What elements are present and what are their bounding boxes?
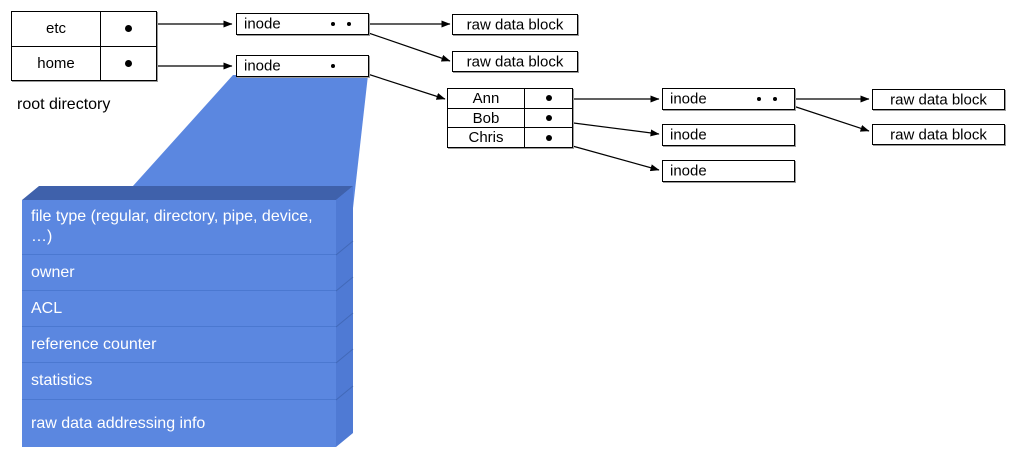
inode-field-acl: ACL xyxy=(22,291,336,327)
inode-box-chris[interactable]: inode xyxy=(662,160,795,182)
raw-data-block-2[interactable]: raw data block xyxy=(452,51,578,72)
inode-field-statistics: statistics xyxy=(22,363,336,400)
inode-detail-top-face xyxy=(22,186,353,200)
inode-box-ann[interactable]: inode xyxy=(662,88,795,110)
pointer-dot-icon xyxy=(125,59,132,67)
arrow-bob-to-inode xyxy=(557,120,660,137)
inode-box-label: inode xyxy=(670,90,707,108)
inode-pointer-dot-1-icon xyxy=(331,64,335,68)
inode-field-file-type: file type (regular, directory, pipe, dev… xyxy=(22,200,336,255)
raw-data-block-4[interactable]: raw data block xyxy=(872,124,1005,145)
pointer-dot-icon xyxy=(545,134,552,141)
inode-pointer-dot-2-icon xyxy=(347,22,351,26)
home-entry-name-chris: Chris xyxy=(448,128,525,148)
raw-data-block-label: raw data block xyxy=(890,126,987,143)
inode-detail-front-face: file type (regular, directory, pipe, dev… xyxy=(22,200,336,447)
inode-field-owner: owner xyxy=(22,255,336,291)
inode-pointer-dot-2-icon xyxy=(773,97,777,101)
root-directory-caption: root directory xyxy=(17,96,111,113)
inode-box-etc[interactable]: inode xyxy=(236,13,369,35)
inode-detail-side-face xyxy=(336,186,353,447)
inode-expansion-fan xyxy=(105,75,368,217)
inode-box-label: inode xyxy=(244,57,281,75)
inode-pointer-dot-1-icon xyxy=(757,97,761,101)
inode-box-label: inode xyxy=(244,15,281,33)
arrow-chris-to-inode xyxy=(557,141,660,172)
inode-field-raw-data-addressing: raw data addressing info xyxy=(22,400,336,447)
home-directory-table[interactable]: Ann Bob Chris xyxy=(447,88,573,148)
raw-data-block-label: raw data block xyxy=(466,53,564,70)
inode-field-reference-counter: reference counter xyxy=(22,327,336,363)
inode-detail-block: file type (regular, directory, pipe, dev… xyxy=(22,200,336,447)
inode-box-bob[interactable]: inode xyxy=(662,124,795,146)
pointer-dot-icon xyxy=(545,95,552,102)
raw-data-block-label: raw data block xyxy=(890,91,987,108)
root-entry-name-home: home xyxy=(12,46,101,80)
inode-box-label: inode xyxy=(670,126,707,144)
home-directory-row-bob[interactable]: Bob xyxy=(448,108,572,129)
raw-data-block-3[interactable]: raw data block xyxy=(872,89,1005,110)
root-directory-table[interactable]: etc home xyxy=(11,11,157,81)
root-directory-row-home[interactable]: home xyxy=(12,46,156,81)
home-entry-pointer-ann[interactable] xyxy=(525,89,572,108)
inode-box-home[interactable]: inode xyxy=(236,55,369,77)
home-entry-pointer-bob[interactable] xyxy=(525,109,572,128)
inode-pointer-dot-1-icon xyxy=(331,22,335,26)
root-directory-row-etc[interactable]: etc xyxy=(12,12,156,47)
inode-box-label: inode xyxy=(670,162,707,180)
raw-data-block-1[interactable]: raw data block xyxy=(452,14,578,35)
home-directory-row-chris[interactable]: Chris xyxy=(448,128,572,148)
home-directory-row-ann[interactable]: Ann xyxy=(448,89,572,109)
inode-detail-side-separators xyxy=(335,240,354,401)
root-entry-pointer-etc[interactable] xyxy=(101,12,156,46)
home-entry-name-bob: Bob xyxy=(448,108,525,128)
pointer-dot-icon xyxy=(125,25,132,33)
root-entry-name-etc: etc xyxy=(12,12,101,46)
home-entry-name-ann: Ann xyxy=(448,89,525,108)
raw-data-block-label: raw data block xyxy=(466,16,564,33)
pointer-dot-icon xyxy=(545,115,552,121)
home-entry-pointer-chris[interactable] xyxy=(525,128,572,147)
root-entry-pointer-home[interactable] xyxy=(101,47,156,81)
